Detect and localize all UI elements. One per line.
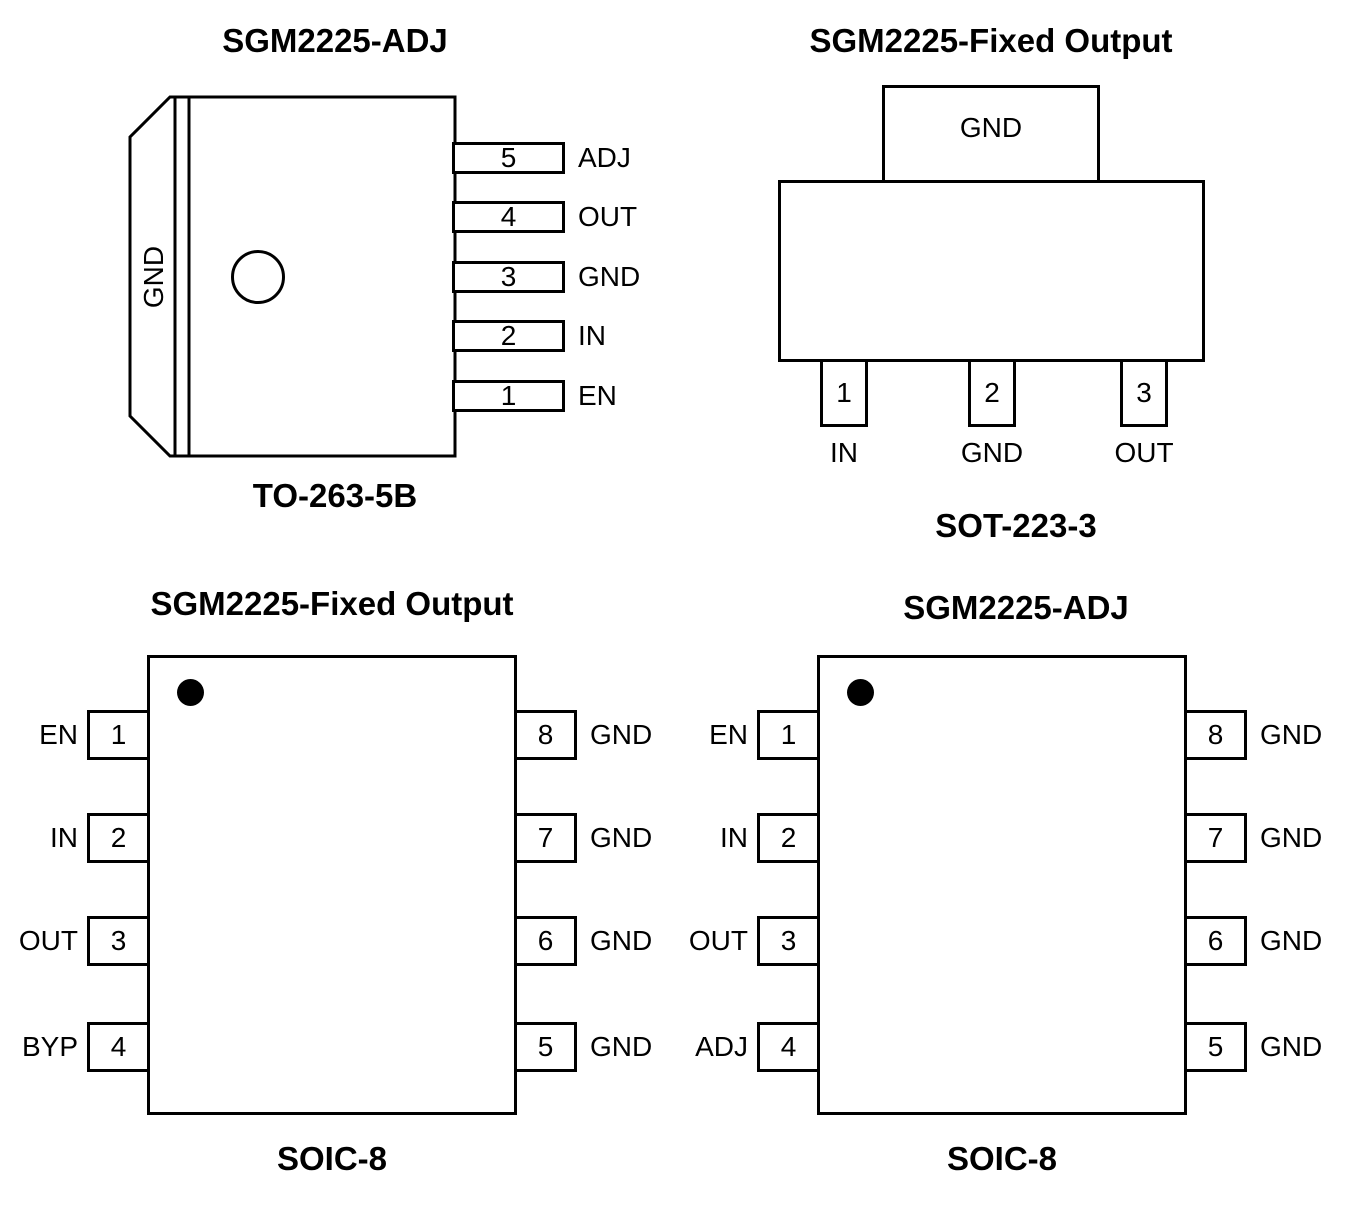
soic8-adj-pin4-label: ADJ [695, 1031, 748, 1062]
soic8-fixed-pin1-label: EN [39, 719, 78, 750]
soic8-fixed-pin7-label: GND [590, 822, 653, 853]
sot223-pin2-label: GND [960, 437, 1024, 468]
sot223-pin2-number: 2 [984, 377, 1000, 408]
soic8-adj-pin1-label: EN [709, 719, 748, 750]
soic8-adj-pin8-number: 8 [1207, 719, 1224, 750]
soic8-fixed-pin4-number: 4 [110, 1031, 127, 1062]
soic8-fixed-pin2-label: IN [50, 822, 78, 853]
soic8-adj-pin4-box: 4 [757, 1022, 820, 1072]
sot223-title: SGM2225-Fixed Output [809, 22, 1173, 59]
soic8-adj-pin7-box: 7 [1184, 813, 1247, 863]
soic8-adj-pin2-label: IN [720, 822, 748, 853]
to263-pin3-number: 3 [500, 261, 517, 292]
to263-package-name: TO-263-5B [252, 477, 418, 514]
soic8-fixed-pin3-box: 3 [87, 916, 150, 966]
to263-mounting-hole-icon [231, 250, 285, 304]
soic8-adj-pin1-number: 1 [780, 719, 797, 750]
soic8-fixed-pin7-box: 7 [514, 813, 577, 863]
soic8-adj-title: SGM2225-ADJ [903, 589, 1129, 626]
to263-pin3-box: 3 [452, 261, 565, 293]
to263-pin4-label: OUT [578, 201, 638, 232]
soic8-fixed-pin1-number: 1 [110, 719, 127, 750]
soic8-adj-pin7-label: GND [1260, 822, 1323, 853]
sot223-pin3-label: OUT [1114, 437, 1174, 468]
soic8-adj-package-name: SOIC-8 [946, 1140, 1058, 1177]
soic8-fixed-body [147, 655, 517, 1115]
to263-pin2-label: IN [578, 320, 606, 351]
to263-pin1-number: 1 [500, 380, 517, 411]
soic8-adj-pin3-number: 3 [780, 925, 797, 956]
to263-pin5-label: ADJ [578, 142, 631, 173]
soic8-fixed-pin8-label: GND [590, 719, 653, 750]
soic8-fixed-pin3-label: OUT [18, 925, 78, 956]
soic8-adj-pin6-label: GND [1260, 925, 1323, 956]
soic8-adj-body [817, 655, 1187, 1115]
soic8-fixed-pin4-label: BYP [21, 1031, 78, 1062]
to263-pin4-box: 4 [452, 201, 565, 233]
to263-pin3-label: GND [578, 261, 641, 292]
soic8-fixed-pin6-number: 6 [537, 925, 554, 956]
to263-pin1-label: EN [578, 380, 617, 411]
sot223-body [778, 180, 1205, 362]
soic8-adj-pin4-number: 4 [780, 1031, 797, 1062]
soic8-fixed-pin7-number: 7 [537, 822, 554, 853]
soic8-adj-pin3-label: OUT [688, 925, 748, 956]
sot223-package-name: SOT-223-3 [935, 507, 1097, 544]
sot223-pin1-label: IN [830, 437, 858, 468]
sot223-pin3-number: 3 [1136, 377, 1152, 408]
soic8-fixed-pin6-label: GND [590, 925, 653, 956]
soic8-fixed-pin6-box: 6 [514, 916, 577, 966]
soic8-adj-pin1-indicator-dot [847, 679, 874, 706]
to263-pin4-number: 4 [500, 201, 517, 232]
soic8-fixed-pin1-box: 1 [87, 710, 150, 760]
soic8-adj-pin7-number: 7 [1207, 822, 1224, 853]
soic8-fixed-pin8-box: 8 [514, 710, 577, 760]
soic8-adj-pin1-box: 1 [757, 710, 820, 760]
soic8-fixed-title: SGM2225-Fixed Output [150, 585, 514, 622]
sot223-tab [882, 85, 1100, 183]
soic8-fixed-pin1-indicator-dot [177, 679, 204, 706]
soic8-fixed-pin5-number: 5 [537, 1031, 554, 1062]
to263-pin2-number: 2 [500, 320, 517, 351]
soic8-adj-pin8-box: 8 [1184, 710, 1247, 760]
soic8-adj-pin5-label: GND [1260, 1031, 1323, 1062]
sot223-tab-gnd-label: GND [959, 112, 1023, 143]
soic8-adj-pin5-box: 5 [1184, 1022, 1247, 1072]
sot223-pin2-box: 2 [968, 359, 1016, 427]
soic8-adj-pin5-number: 5 [1207, 1031, 1224, 1062]
to263-pin5-number: 5 [500, 142, 517, 173]
to263-title: SGM2225-ADJ [222, 22, 448, 59]
soic8-fixed-pin5-label: GND [590, 1031, 653, 1062]
soic8-fixed-pin2-box: 2 [87, 813, 150, 863]
soic8-adj-pin2-box: 2 [757, 813, 820, 863]
soic8-fixed-pin4-box: 4 [87, 1022, 150, 1072]
soic8-fixed-package-name: SOIC-8 [276, 1140, 388, 1177]
soic8-adj-pin6-number: 6 [1207, 925, 1224, 956]
soic8-fixed-pin5-box: 5 [514, 1022, 577, 1072]
soic8-fixed-pin2-number: 2 [110, 822, 127, 853]
soic8-adj-pin6-box: 6 [1184, 916, 1247, 966]
sot223-pin3-box: 3 [1120, 359, 1168, 427]
to263-pin5-box: 5 [452, 142, 565, 174]
sot223-pin1-box: 1 [820, 359, 868, 427]
sot223-pin1-number: 1 [836, 377, 852, 408]
to263-pin2-box: 2 [452, 320, 565, 352]
soic8-adj-pin2-number: 2 [780, 822, 797, 853]
soic8-fixed-pin3-number: 3 [110, 925, 127, 956]
to263-tab-gnd-label: GND [138, 245, 169, 309]
soic8-fixed-pin8-number: 8 [537, 719, 554, 750]
soic8-adj-pin8-label: GND [1260, 719, 1323, 750]
to263-pin1-box: 1 [452, 380, 565, 412]
to263-package-outline [128, 95, 457, 458]
soic8-adj-pin3-box: 3 [757, 916, 820, 966]
